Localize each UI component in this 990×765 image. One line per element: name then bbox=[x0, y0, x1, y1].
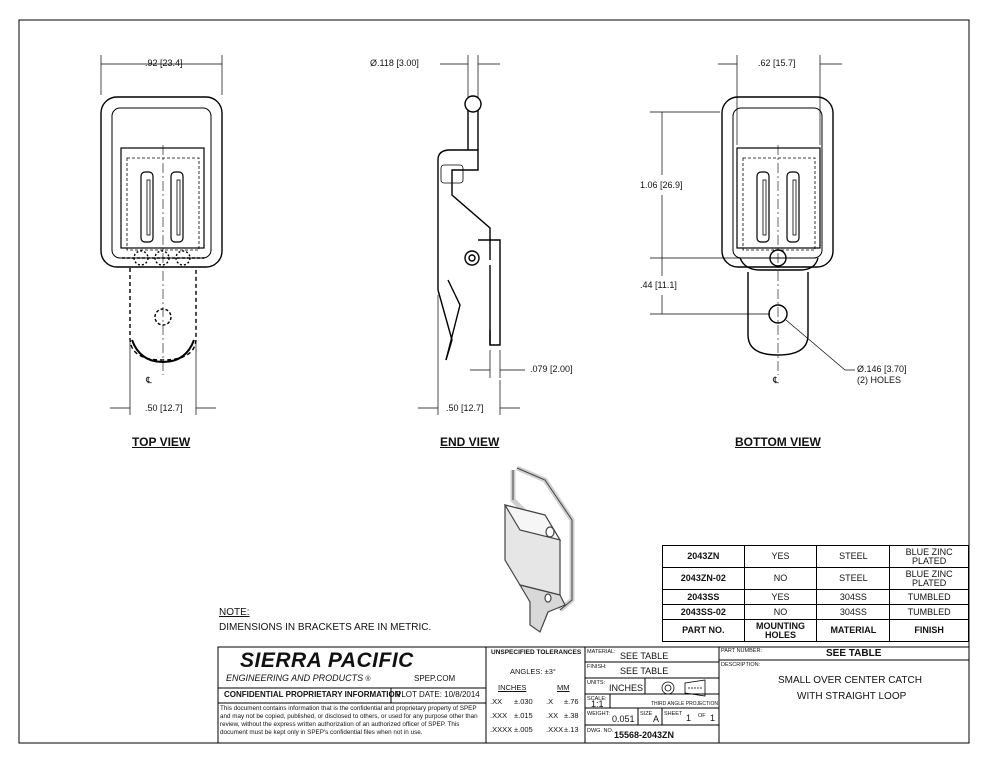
third-angle-projection-icon bbox=[661, 679, 706, 697]
note-heading: NOTE: bbox=[219, 607, 250, 618]
table-row: 2043SS YES 304SS TUMBLED bbox=[662, 589, 969, 605]
note-text: DIMENSIONS IN BRACKETS ARE IN METRIC. bbox=[219, 622, 432, 633]
part-no-cell: 2043SS bbox=[662, 589, 745, 605]
bottom-view-drawing bbox=[650, 55, 855, 375]
sheet-label: SHEET bbox=[664, 711, 683, 717]
finish-label: FINISH: bbox=[587, 664, 607, 670]
end-view-diameter-dim: Ø.118 [3.00] bbox=[370, 58, 419, 68]
end-view-bottom-dim: .50 [12.7] bbox=[446, 403, 484, 413]
dwg-no-label: DWG. NO. bbox=[587, 728, 614, 734]
tolerance-angles: ANGLES: ±3° bbox=[510, 667, 556, 676]
header-finish: FINISH bbox=[889, 619, 969, 642]
units-value: INCHES bbox=[609, 683, 644, 693]
tolerance-title: UNSPECIFIED TOLERANCES bbox=[491, 649, 582, 656]
bottom-view-hole-count: (2) HOLES bbox=[857, 375, 902, 385]
table-header-row: PART NO. MOUNTING HOLES MATERIAL FINISH bbox=[662, 619, 969, 642]
parts-table: 2043ZN YES STEEL BLUE ZINC PLATED 2043ZN… bbox=[662, 545, 969, 642]
mounting-holes-cell: YES bbox=[743, 589, 818, 605]
finish-cell: TUMBLED bbox=[889, 604, 969, 620]
header-mounting-holes: MOUNTING HOLES bbox=[743, 619, 818, 642]
top-view-drawing bbox=[100, 55, 223, 415]
scale-value: 1:1 bbox=[591, 699, 604, 709]
title-block-frame bbox=[217, 646, 970, 744]
tolerance-cell: .XX bbox=[490, 697, 503, 706]
description-label: DESCRIPTION: bbox=[721, 662, 761, 668]
size-label: SIZE bbox=[640, 711, 653, 717]
mounting-holes-cell: YES bbox=[743, 545, 818, 568]
disclaimer-text: This document contains information that … bbox=[220, 705, 478, 736]
units-label: UNITS: bbox=[587, 680, 606, 686]
company-logo: SIERRA PACIFIC bbox=[240, 649, 414, 672]
bottom-view-height-dim: 1.06 [26.9] bbox=[640, 180, 683, 190]
top-view-centerline-mark: ℄ bbox=[146, 375, 152, 385]
part-number-label: PART NUMBER: bbox=[721, 648, 762, 654]
tolerance-cell: .X bbox=[546, 697, 554, 706]
bottom-view-title: BOTTOM VIEW bbox=[735, 435, 821, 449]
part-number-value: SEE TABLE bbox=[826, 648, 882, 659]
tolerance-cell: ±.13 bbox=[564, 725, 579, 734]
dwg-no-value: 15568-2043ZN bbox=[614, 730, 675, 740]
tolerance-inches-header: INCHES bbox=[498, 683, 527, 692]
material-cell: STEEL bbox=[816, 545, 891, 568]
scale-label: SCALE: bbox=[587, 696, 607, 702]
table-row: 2043ZN-02 NO STEEL BLUE ZINC PLATED bbox=[662, 567, 969, 590]
material-label: MATERIAL: bbox=[587, 649, 616, 655]
bottom-view-centerline-mark: ℄ bbox=[773, 375, 779, 385]
material-cell: STEEL bbox=[816, 567, 891, 590]
size-value: A bbox=[653, 714, 660, 724]
tolerance-cell: ±.76 bbox=[564, 697, 579, 706]
material-cell: 304SS bbox=[816, 589, 891, 605]
top-view-width-dim: .92 [23.4] bbox=[145, 58, 183, 68]
sheet-total: 1 bbox=[710, 713, 716, 723]
finish-value: SEE TABLE bbox=[620, 666, 669, 676]
table-row: 2043SS-02 NO 304SS TUMBLED bbox=[662, 604, 969, 620]
weight-value: 0.051 bbox=[612, 714, 635, 724]
top-view-bottom-dim: .50 [12.7] bbox=[145, 403, 183, 413]
finish-cell: BLUE ZINC PLATED bbox=[889, 567, 969, 590]
company-website: SPEP.COM bbox=[414, 674, 456, 683]
company-subtitle-text: ENGINEERING AND PRODUCTS bbox=[226, 673, 364, 683]
tolerance-cell: ±.005 bbox=[514, 725, 533, 734]
finish-cell: BLUE ZINC PLATED bbox=[889, 545, 969, 568]
part-no-cell: 2043SS-02 bbox=[662, 604, 745, 620]
sheet-value: 1 bbox=[686, 713, 692, 723]
table-row: 2043ZN YES STEEL BLUE ZINC PLATED bbox=[662, 545, 969, 568]
of-label: OF bbox=[698, 713, 706, 719]
weight-label: WEIGHT: bbox=[587, 711, 610, 717]
tolerance-cell: .XXX bbox=[490, 711, 508, 720]
confidential-label: CONFIDENTIAL PROPRIETARY INFORMATION bbox=[224, 690, 401, 699]
tolerance-cell: .XXXX bbox=[490, 725, 513, 734]
part-no-cell: 2043ZN bbox=[662, 545, 745, 568]
tolerance-cell: ±.015 bbox=[514, 711, 533, 720]
tolerance-cell: .XX bbox=[546, 711, 559, 720]
registered-mark: ® bbox=[365, 676, 371, 683]
finish-cell: TUMBLED bbox=[889, 589, 969, 605]
bottom-view-width-dim: .62 [15.7] bbox=[758, 58, 796, 68]
bottom-view-hole-dim: Ø.146 [3.70] bbox=[857, 364, 907, 374]
tolerance-cell: .XXX bbox=[546, 725, 564, 734]
isometric-view-drawing bbox=[503, 465, 575, 633]
description-line-1: SMALL OVER CENTER CATCH bbox=[778, 675, 922, 686]
tolerance-cell: ±.38 bbox=[564, 711, 579, 720]
top-view-title: TOP VIEW bbox=[132, 435, 191, 449]
header-part-no: PART NO. bbox=[662, 619, 745, 642]
bottom-view-offset-dim: .44 [11.1] bbox=[640, 280, 677, 290]
part-no-cell: 2043ZN-02 bbox=[662, 567, 745, 590]
plot-date: PLOT DATE: 10/8/2014 bbox=[396, 690, 480, 699]
material-value: SEE TABLE bbox=[620, 651, 669, 661]
description-line-2: WITH STRAIGHT LOOP bbox=[797, 691, 907, 702]
mounting-holes-cell: NO bbox=[743, 567, 818, 590]
header-material: MATERIAL bbox=[816, 619, 891, 642]
tolerance-cell: ±.030 bbox=[514, 697, 533, 706]
end-view-title: END VIEW bbox=[440, 435, 500, 449]
tolerance-mm-header: MM bbox=[557, 683, 570, 692]
material-cell: 304SS bbox=[816, 604, 891, 620]
end-view-drawing bbox=[418, 55, 525, 415]
projection-label: THIRD ANGLE PROJECTION bbox=[651, 701, 718, 707]
company-subtitle: ENGINEERING AND PRODUCTS® bbox=[226, 673, 371, 684]
mounting-holes-cell: NO bbox=[743, 604, 818, 620]
end-view-thickness-dim: .079 [2.00] bbox=[530, 364, 573, 374]
